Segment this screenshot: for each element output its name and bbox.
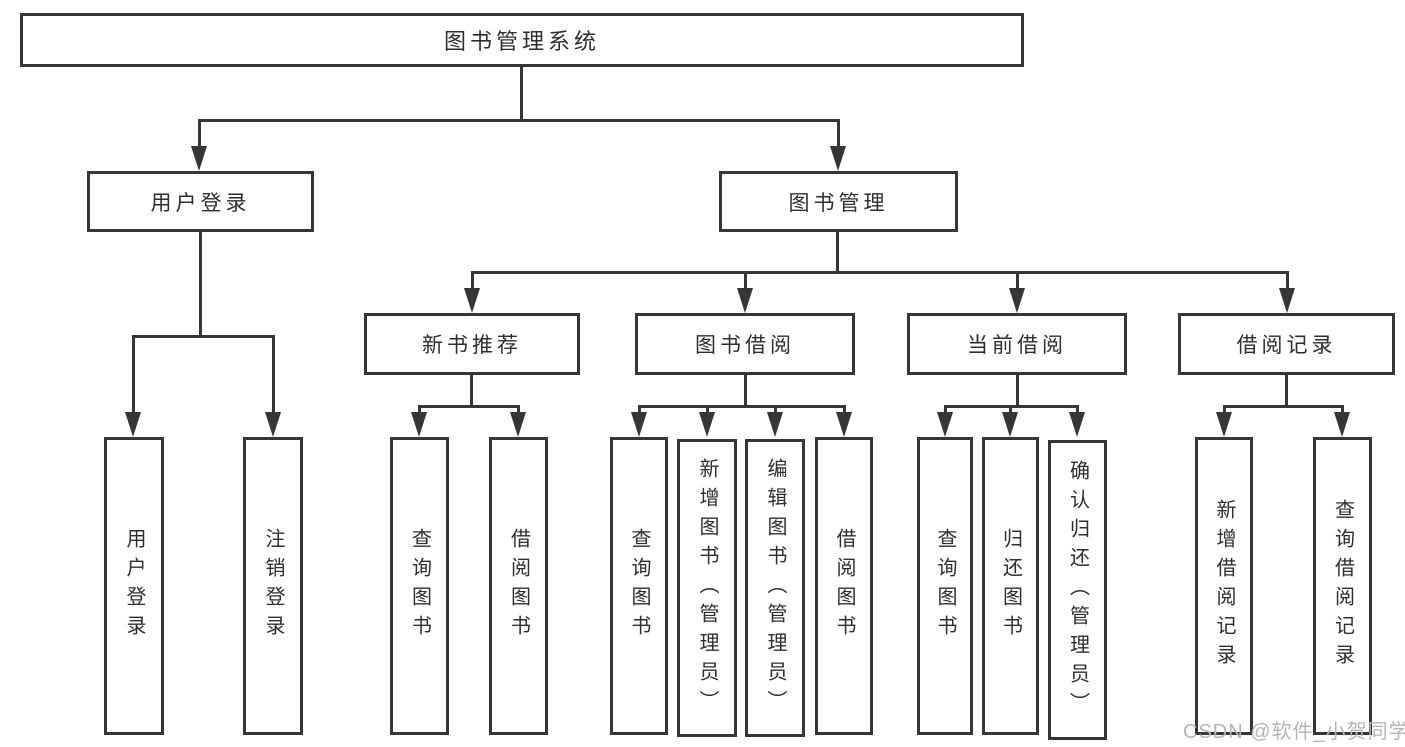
connector-leaf-stem [418, 405, 421, 417]
leaf-query-books: 查询图书 [610, 437, 668, 735]
arrowhead-leaf [937, 412, 953, 437]
leaf-label: 查询借阅记录 [1331, 499, 1354, 673]
connector-leaf-stem [1009, 405, 1012, 417]
node-book-borrow: 图书借阅 [635, 313, 855, 375]
connector-newbooks-hline [419, 405, 520, 408]
arrowhead-leaf [125, 412, 141, 437]
connector-level3-stem [471, 271, 474, 291]
connector-root-stub [520, 67, 523, 120]
leaf-label: 注销登录 [262, 528, 284, 644]
arrowhead-leaf [510, 412, 526, 437]
leaf-label: 用户登录 [123, 528, 145, 644]
csdn-watermark: CSDN @软件_小贺同学 [1183, 721, 1405, 743]
connector-level3-stem [744, 271, 747, 291]
arrowhead-leaf [767, 412, 783, 437]
connector-bookmgmt-stem [837, 119, 840, 149]
connector-leaf-stem [638, 405, 641, 417]
connector-leaf-stem [1223, 405, 1226, 417]
leaf-query-books: 查询图书 [917, 437, 973, 735]
arrowhead-leaf [265, 412, 281, 437]
leaf-label: 确认归还（管理员） [1066, 459, 1089, 721]
connector-borrowrecords-hline [1223, 405, 1344, 408]
arrowhead-leaf [1069, 412, 1085, 437]
leaf-query-books: 查询图书 [390, 437, 449, 735]
arrowhead-currentborrow [1009, 288, 1025, 313]
arrowhead-login [191, 146, 207, 171]
leaf-label: 查询图书 [408, 528, 431, 644]
node-new-book-recommend: 新书推荐 [364, 313, 580, 375]
leaf-logout: 注销登录 [243, 437, 303, 735]
connector-leaf-stem [774, 405, 777, 417]
connector-borrowrecords-stub [1285, 375, 1288, 408]
arrowhead-borrowrecords [1279, 288, 1295, 313]
leaf-borrow-books: 借阅图书 [489, 437, 548, 735]
connector-login-group-stub [199, 232, 202, 338]
node-root: 图书管理系统 [20, 13, 1024, 67]
arrowhead-bookmgmt [830, 146, 846, 171]
connector-login-stem [198, 119, 201, 149]
connector-leaf-stem [706, 405, 709, 417]
leaf-label: 新增图书（管理员） [696, 457, 718, 719]
arrowhead-leaf [1216, 412, 1232, 437]
leaf-edit-books-admin: 编辑图书（管理员） [745, 439, 805, 737]
leaf-add-books-admin: 新增图书（管理员） [677, 439, 737, 737]
leaf-label: 新增借阅记录 [1213, 499, 1235, 673]
leaf-add-borrow-record: 新增借阅记录 [1195, 437, 1253, 735]
connector-leaf-stem [843, 405, 846, 417]
connector-level2-hline [198, 119, 840, 122]
connector-leaf-stem [132, 335, 135, 415]
leaf-label: 查询图书 [934, 528, 956, 644]
arrowhead-leaf [631, 412, 647, 437]
leaf-label: 借阅图书 [833, 528, 855, 644]
connector-leaf-stem [944, 405, 947, 417]
connector-currentborrow-stub [1016, 375, 1019, 408]
connector-level3-stem [1016, 271, 1019, 291]
connector-leaf-stem [1341, 405, 1344, 417]
arrowhead-leaf [411, 412, 427, 437]
leaf-label: 编辑图书（管理员） [764, 457, 786, 719]
node-borrow-records: 借阅记录 [1178, 313, 1395, 375]
arrowhead-bookborrow [737, 288, 753, 313]
leaf-confirm-return-admin: 确认归还（管理员） [1048, 440, 1107, 740]
leaf-borrow-books: 借阅图书 [815, 437, 873, 735]
leaf-label: 归还图书 [999, 528, 1022, 644]
arrowhead-leaf [1334, 412, 1350, 437]
connector-newbooks-stub [470, 375, 473, 408]
arrowhead-leaf [1002, 412, 1018, 437]
leaf-label: 查询图书 [628, 528, 650, 644]
connector-leaf-stem [517, 405, 520, 417]
leaf-label: 借阅图书 [507, 528, 530, 644]
connector-leaf-stem [272, 335, 275, 415]
connector-login-group-hline [132, 335, 275, 338]
arrowhead-leaf [836, 412, 852, 437]
arrowhead-newbooks [464, 288, 480, 313]
arrowhead-leaf [699, 412, 715, 437]
leaf-return-books: 归还图书 [982, 437, 1039, 735]
leaf-query-borrow-record: 查询借阅记录 [1313, 437, 1372, 735]
connector-level3-stem [1286, 271, 1289, 291]
connector-bookborrow-hline [638, 405, 846, 408]
node-current-borrow: 当前借阅 [907, 313, 1127, 375]
connector-level3-hline [471, 271, 1288, 274]
connector-leaf-stem [1076, 405, 1079, 417]
leaf-user-login: 用户登录 [104, 437, 164, 735]
connector-bookmgmt-group-stub [836, 232, 839, 273]
node-user-login: 用户登录 [87, 171, 314, 232]
node-book-management: 图书管理 [719, 171, 958, 232]
connector-bookborrow-stub [744, 375, 747, 408]
